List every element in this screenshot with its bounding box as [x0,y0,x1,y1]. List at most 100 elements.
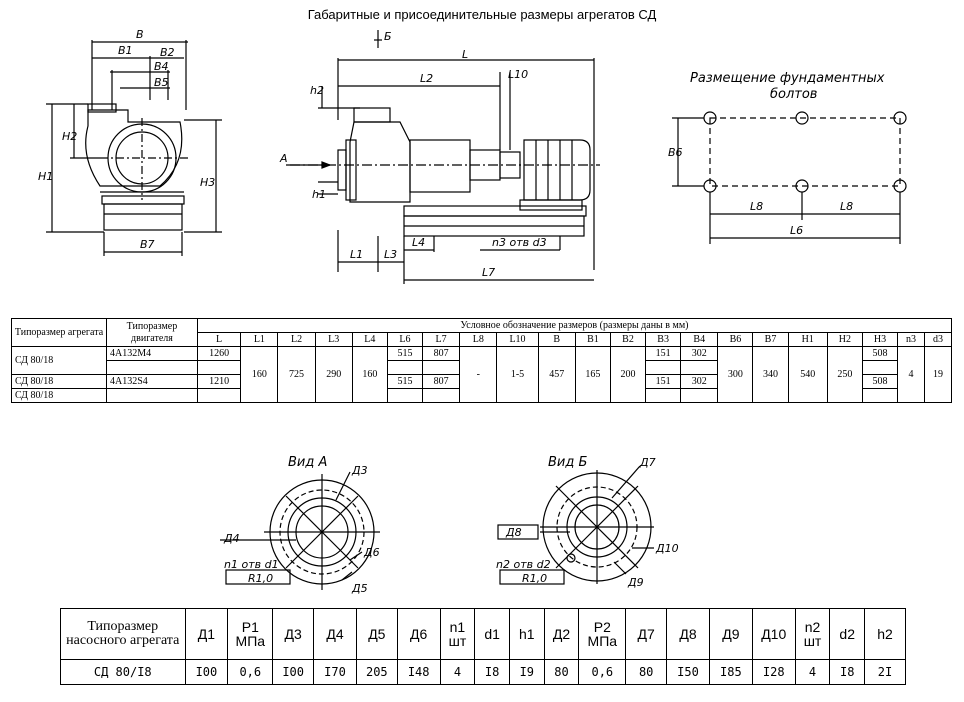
label-d10: Д10 [655,542,679,555]
cell: 300 [717,346,754,403]
plan-caption-2: болтов [770,87,817,102]
cell: 807 [422,346,461,361]
cell: 2I [864,659,906,685]
label-l1: L1 [350,248,363,261]
cell-motor: 4А132М4 [106,346,198,361]
col-header: B [537,332,576,347]
cell: 151 [645,346,682,361]
col-header: n2 шт [794,608,831,660]
flange-table: Типоразмер насосного агрегата Д1 P1 МПа … [60,608,906,685]
view-b [497,465,654,585]
col-header: B3 [645,332,682,347]
label-l3: L3 [384,248,397,261]
cell: 19 [923,346,953,403]
cell: 4 [897,346,925,403]
table-row: СД 80/I8 I00 0,6 I00 I70 205 I48 4 I8 I9… [60,659,906,685]
col-header: Д2 [543,608,580,660]
col-header: Д7 [625,608,668,660]
cell: I8 [474,659,510,685]
col-header: B7 [752,332,789,347]
cell: I85 [708,659,753,685]
plan-caption-1: Размещение фундаментных [690,71,885,86]
label-d5: Д5 [351,582,368,595]
label-l8-a: L8 [750,200,763,213]
cell: I28 [751,659,796,685]
header-type-agg: Типоразмер агрегата [10,318,108,347]
col-header: L2 [277,332,316,347]
col-header: P2 МПа [578,608,627,660]
cell: 205 [355,659,398,685]
cell: 80 [543,659,580,685]
table-row: СД 80/18 [10,388,952,403]
dimensions-table: Типоразмер агрегата Типоразмер двигателя… [10,318,953,403]
label-h2-side: h2 [310,84,324,97]
col-header: B1 [574,332,611,347]
label-b: B [136,28,144,41]
col-header: d2 [829,608,866,660]
cell: 290 [314,346,353,403]
col-header: Д1 [184,608,229,660]
label-n3-d3: n3 отв d3 [492,236,547,249]
cell: 0,6 [227,659,274,685]
label-view-b-mark: Б [384,30,392,43]
table-row: СД 80/18 4А132М4 1260 160 725 290 160 51… [10,346,953,403]
col-header: L7 [422,332,461,347]
label-h2: H2 [62,130,77,143]
header-type-motor: Типоразмер двигателя [106,318,198,347]
cell: I48 [396,659,441,685]
col-header: Д6 [396,608,441,660]
cell: 807 [422,374,461,389]
side-view [286,30,600,284]
cell: 1210 [196,374,242,389]
cell: 725 [277,346,316,403]
cell: 160 [351,346,388,403]
col-header: L [196,332,242,347]
drawing-labels: B B1 B2 B4 B5 H2 H1 H3 B7 Б L L2 L10 h2 … [38,28,885,595]
col-header: H2 [826,332,863,347]
label-d4: Д4 [223,532,240,545]
cell: I8 [829,659,866,685]
cell: 165 [574,346,611,403]
cell-agg: СД 80/18 [10,374,108,389]
label-b7: B7 [140,238,155,251]
cell: 0,6 [578,659,627,685]
cell: 4 [794,659,831,685]
label-b6: B6 [668,146,683,159]
col-header: h1 [508,608,545,660]
col-header: Д10 [751,608,796,660]
cell: 4 [439,659,476,685]
label-l2: L2 [420,72,433,85]
col-header: H1 [787,332,828,347]
cell: 540 [787,346,828,403]
page-title: Габаритные и присоединительные размеры а… [307,7,657,22]
label-n2-d2: n2 отв d2 [496,558,551,571]
col-header: L10 [496,332,539,347]
col-header: n3 [897,332,925,347]
cell: I00 [272,659,315,685]
col-header: Д3 [272,608,315,660]
cell: 515 [386,346,424,361]
col-header: Д5 [355,608,398,660]
cell: 151 [645,374,682,389]
cell: I50 [666,659,710,685]
cell-agg: СД 80/18 [10,388,108,403]
col-header: L3 [314,332,353,347]
view-b-title: Вид Б [548,455,587,470]
label-d7: Д7 [639,456,656,469]
col-header: B4 [680,332,719,347]
label-d9: Д9 [627,576,644,589]
cell: 160 [240,346,279,403]
col-header: n1 шт [439,608,476,660]
cell: 200 [609,346,647,403]
cell: I70 [313,659,357,685]
front-view [46,40,222,256]
header-name: Типоразмер насосного агрегата [60,608,186,660]
col-header: d3 [923,332,953,347]
cell: 80 [625,659,668,685]
label-r1-b: R1,0 [522,572,547,585]
col-header: L6 [386,332,424,347]
label-a: A [279,152,288,165]
view-a-title: Вид А [288,455,327,470]
label-l4: L4 [412,236,425,249]
col-header: Д8 [666,608,710,660]
